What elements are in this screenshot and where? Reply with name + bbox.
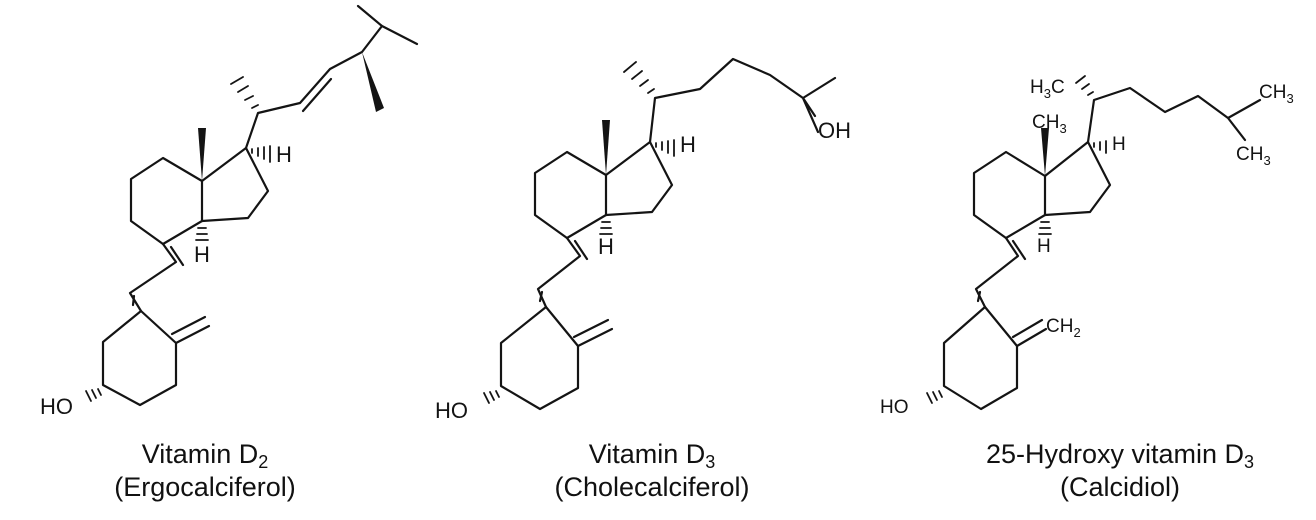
atom-h-upper: H — [680, 132, 696, 157]
side-chain-bonds — [1086, 86, 1262, 144]
atom-h-upper: H — [1112, 134, 1126, 155]
structure-vitamin-d2: H H HO — [40, 4, 419, 419]
caption-title: Vitamin D2 — [141, 439, 269, 472]
ring-a-bonds — [101, 309, 178, 407]
h-hash-lower — [195, 227, 209, 241]
ring-a-bonds — [499, 305, 580, 411]
h-hash-upper — [1093, 140, 1107, 154]
caption-title: Vitamin D3 — [588, 439, 716, 472]
atom-methyl-top: CH3 — [1032, 112, 1067, 136]
atom-ho: HO — [40, 394, 73, 419]
angular-methyl-wedge — [602, 120, 610, 175]
triene-bonds — [974, 236, 1020, 309]
ring-c-bonds — [129, 156, 204, 246]
ring-d-bonds — [604, 140, 674, 217]
atom-ho: HO — [880, 397, 909, 418]
atom-methyl-right-top: CH3 — [1259, 82, 1294, 106]
structure-vitamin-d3: H H OH HO — [435, 57, 851, 423]
c24-methyl-wedge — [362, 52, 384, 112]
c3-oh-hash — [85, 388, 102, 402]
atom-methyl-left: H3C — [1030, 77, 1065, 101]
ring-a-bonds — [942, 305, 1019, 411]
atom-oh: OH — [818, 118, 851, 143]
ring-c-bonds — [533, 150, 608, 240]
h-hash-lower — [1038, 221, 1052, 235]
atom-ho: HO — [435, 398, 468, 423]
triene-double-1 — [573, 239, 589, 261]
c3-oh-hash — [926, 390, 943, 404]
side-chain-bonds — [244, 4, 419, 150]
h-hash-lower — [599, 221, 613, 235]
c20-methyl-hash — [1075, 75, 1094, 96]
caption-common-name: (Ergocalciferol) — [114, 472, 296, 502]
h-hash-upper — [655, 139, 675, 157]
angular-methyl-wedge — [1041, 128, 1049, 176]
side-chain-double-bond — [301, 77, 333, 113]
atom-h-lower: H — [194, 242, 210, 267]
caption-calcidiol: 25-Hydroxy vitamin D3 (Calcidiol) — [940, 438, 1300, 504]
c20-methyl-hash — [230, 76, 259, 109]
triene-double-2 — [976, 290, 982, 303]
h-hash-upper — [251, 145, 271, 163]
side-chain-bonds — [648, 57, 837, 144]
ring-c-bonds — [972, 150, 1047, 240]
caption-common-name: (Cholecalciferol) — [554, 472, 750, 502]
atom-h-upper: H — [276, 142, 292, 167]
atom-methyl-right-bottom: CH3 — [1236, 144, 1271, 168]
caption-vitamin-d2: Vitamin D2 (Ergocalciferol) — [70, 438, 340, 504]
triene-double-2 — [131, 294, 136, 307]
atom-h-lower: H — [1037, 236, 1051, 257]
atom-methylene: CH2 — [1046, 316, 1081, 340]
triene-bonds — [536, 236, 582, 309]
triene-bonds — [128, 242, 178, 313]
exocyclic-methylene — [572, 318, 614, 348]
atom-h-lower: H — [598, 234, 614, 259]
angular-methyl-wedge — [198, 128, 206, 181]
c3-oh-hash — [483, 390, 500, 404]
exocyclic-methylene — [170, 315, 211, 345]
caption-title: 25-Hydroxy vitamin D3 — [985, 439, 1255, 472]
ring-d-bonds — [1043, 140, 1112, 217]
triene-double-1 — [169, 245, 185, 267]
exocyclic-methylene — [1011, 318, 1048, 348]
triene-double-2 — [538, 290, 544, 303]
ring-d-bonds — [200, 146, 270, 223]
c20-methyl-hash — [623, 61, 655, 94]
caption-common-name: (Calcidiol) — [1059, 472, 1181, 502]
caption-vitamin-d3: Vitamin D3 (Cholecalciferol) — [512, 438, 792, 504]
triene-double-1 — [1011, 239, 1027, 261]
structure-calcidiol: CH3 H H H3C CH3 CH3 CH2 — [880, 75, 1294, 418]
